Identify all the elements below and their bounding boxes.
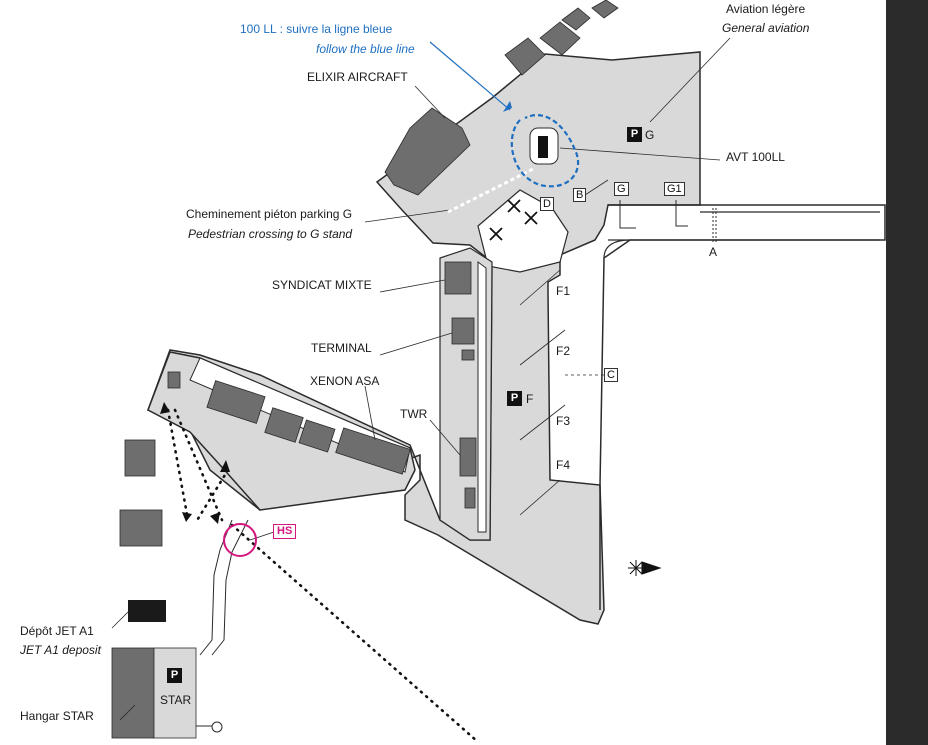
taxiway-g-label: G [614, 182, 629, 196]
taxiway-d-label: D [540, 197, 554, 211]
twr-building [459, 437, 477, 477]
leader-pedestrian [364, 209, 451, 223]
jet-label: Dépôt JET A1 [20, 624, 94, 638]
jet-deposit [128, 600, 166, 622]
star-label: STAR [160, 693, 192, 707]
jet-label-en: JET A1 deposit [20, 643, 101, 657]
fuel-route-arrow [503, 101, 512, 112]
xenon-building-1 [206, 380, 266, 424]
xenon-label: XENON ASA [310, 374, 380, 388]
fuel-route-leader [429, 41, 511, 111]
f-divider-4 [519, 479, 561, 516]
leader-syndicat [379, 279, 446, 293]
closed-mark-1 [507, 199, 521, 213]
dotted-arrow-3 [182, 512, 192, 522]
elixir-hangar [384, 107, 471, 196]
leader-hangar [119, 704, 136, 721]
boundary-curve [603, 239, 631, 259]
fuel-pump [538, 136, 548, 158]
avt-label: AVT 100LL [726, 150, 785, 164]
aviation-label-en: General aviation [722, 21, 810, 35]
runway-symbol [628, 560, 652, 576]
parking-f-icon: P [507, 391, 522, 406]
parking-g-label: G [645, 128, 655, 142]
hotspot-label: HS [273, 524, 297, 539]
a-hold [712, 208, 717, 242]
syndicat-label: SYNDICAT MIXTE [272, 278, 372, 292]
stand-f4: F4 [556, 458, 571, 472]
leader-twr [429, 419, 461, 456]
taxiway-g1-label: G1 [664, 182, 685, 196]
dotted-line-4 [230, 523, 480, 744]
sq-building-2 [119, 509, 163, 547]
xenon-building-4 [335, 427, 411, 475]
dotted-arrow-2 [220, 460, 230, 472]
leader-terminal [379, 332, 453, 356]
f-divider-1 [519, 269, 561, 306]
xenon-building-3 [298, 419, 336, 453]
dotted-arrow-4 [210, 512, 220, 524]
wing-building-small [167, 371, 181, 389]
parking-g-icon: P [627, 127, 642, 142]
closed-mark-2 [524, 211, 538, 225]
fuel-route-label-en: follow the blue line [316, 42, 415, 56]
dotted-line-2 [173, 408, 224, 522]
stand-f3: F3 [556, 414, 571, 428]
parking-star-icon: P [167, 668, 182, 683]
xenon-building-2 [264, 407, 304, 443]
access-road [199, 519, 233, 656]
stand-f1: F1 [556, 284, 571, 298]
f-divider-2 [519, 329, 566, 366]
stand-f2: F2 [556, 344, 571, 358]
access-road-2 [211, 519, 249, 656]
fuel-route [510, 114, 580, 188]
leader-jet [111, 611, 129, 629]
pedestrian-label: Cheminement piéton parking G [186, 207, 353, 221]
dotted-line-3 [194, 468, 230, 524]
taxiway-a-label: A [709, 245, 718, 259]
building-ne-3 [561, 7, 591, 31]
closed-mark-3 [489, 227, 503, 241]
aviation-label: Aviation légère [726, 2, 806, 16]
terminal-building [451, 317, 475, 345]
terminal-annex [461, 349, 475, 361]
syndicat-building [444, 261, 472, 295]
g-arrow [619, 200, 636, 229]
star-block [153, 647, 197, 739]
right-margin-bar [886, 0, 928, 745]
road-end [211, 721, 223, 733]
hangar-label: Hangar STAR [20, 709, 94, 723]
building-ne-4 [591, 0, 619, 19]
dotted-line-1 [166, 408, 190, 522]
taxiway-a [599, 204, 886, 610]
f-divider-3 [519, 404, 566, 441]
runway-arrow [641, 561, 662, 575]
elixir-label: ELIXIR AIRCRAFT [307, 70, 408, 84]
building-ne-1 [504, 37, 546, 76]
taxiway-a-edge [608, 211, 880, 241]
fuel-route-label: 100 LL : suivre la ligne bleue [240, 22, 393, 36]
twr-label: TWR [400, 407, 428, 421]
taxiway-b-label: B [573, 188, 587, 202]
taxiway-c-label: C [604, 368, 618, 382]
leader-avt [559, 147, 721, 161]
leader-elixir [414, 85, 446, 119]
leader-b [584, 179, 609, 196]
inner-road [477, 261, 487, 533]
sq-building-1 [124, 439, 156, 477]
terminal-label: TERMINAL [311, 341, 372, 355]
twr-annex [464, 487, 476, 509]
g1-arrow [675, 200, 688, 227]
pedestrian-path [447, 166, 536, 214]
building-ne-2 [539, 21, 581, 56]
leader-xenon [364, 385, 376, 441]
leader-aviation [649, 37, 731, 123]
hangar-star [111, 647, 155, 739]
pedestrian-label-en: Pedestrian crossing to G stand [188, 227, 353, 241]
hotspot-circle [223, 523, 257, 557]
parking-f-label: F [526, 392, 534, 406]
dotted-arrow-1 [160, 402, 170, 414]
